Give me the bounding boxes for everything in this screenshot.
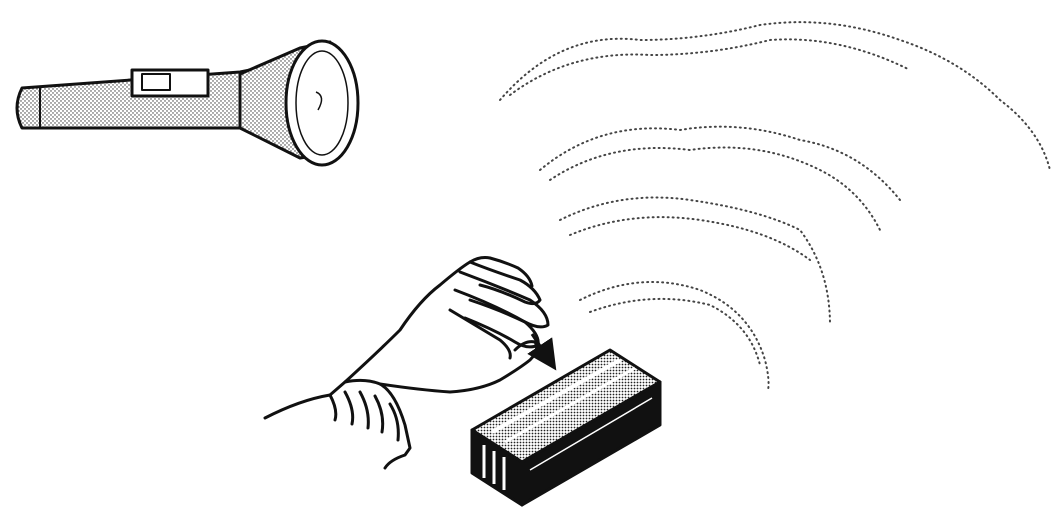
battery-icon [472,350,660,505]
flashlight-icon [17,41,358,165]
light-beam-icon [500,22,1050,390]
